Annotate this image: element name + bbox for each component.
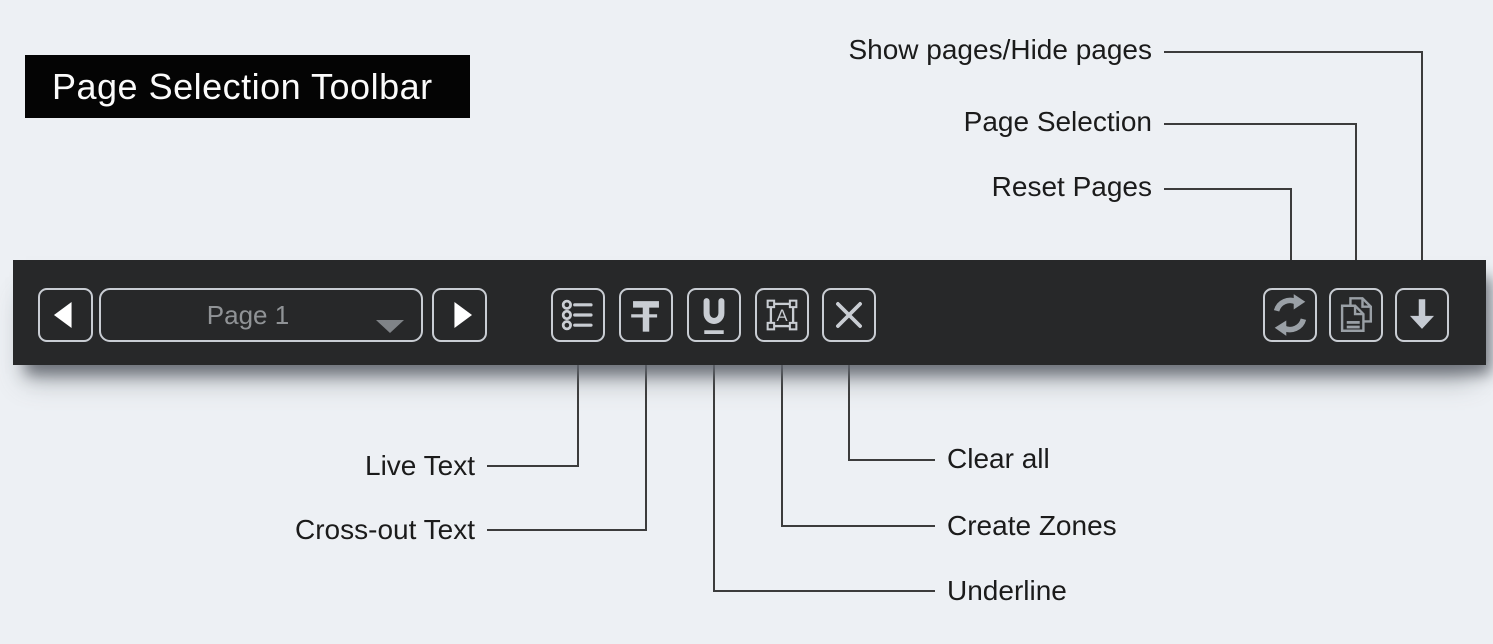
callout-line-create-zones-v xyxy=(781,364,783,527)
callout-line-reset-pages-v xyxy=(1290,188,1292,262)
callout-label-underline: Underline xyxy=(947,575,1067,606)
underline-button[interactable] xyxy=(687,288,741,342)
callout-line-live-text-v xyxy=(577,364,579,467)
callout-label-clear-all: Clear all xyxy=(947,443,1050,474)
callout-line-page-selection-v xyxy=(1355,123,1357,262)
previous-page-button[interactable] xyxy=(38,288,93,342)
create-zones-button[interactable]: A xyxy=(755,288,809,342)
page-dropdown-value: Page 1 xyxy=(206,299,290,330)
right-arrow-icon xyxy=(435,290,485,340)
zone-selection-icon: A xyxy=(757,290,807,340)
cross-out-t-icon xyxy=(621,290,671,340)
page-selection-button[interactable] xyxy=(1329,288,1383,342)
callout-line-underline-h xyxy=(713,590,935,592)
bullet-list-icon xyxy=(553,290,603,340)
callout-label-reset-pages: Reset Pages xyxy=(991,171,1152,202)
next-page-button[interactable] xyxy=(432,288,487,342)
callout-line-cross-out-v xyxy=(645,364,647,531)
callout-label-create-zones: Create Zones xyxy=(947,510,1117,541)
diagram-title-box: Page Selection Toolbar xyxy=(25,55,470,118)
page-selection-toolbar xyxy=(13,260,1486,365)
callout-label-cross-out-text: Cross-out Text xyxy=(295,514,475,545)
page-dropdown[interactable]: Page 1 xyxy=(99,288,423,342)
chevron-down-icon xyxy=(375,310,405,341)
callout-line-clear-all-h xyxy=(848,459,935,461)
callout-line-live-text-h xyxy=(487,465,579,467)
live-text-button[interactable] xyxy=(551,288,605,342)
left-arrow-icon xyxy=(41,290,91,340)
x-icon xyxy=(824,290,874,340)
callout-label-show-hide-pages: Show pages/Hide pages xyxy=(848,34,1152,65)
refresh-icon xyxy=(1265,290,1315,340)
callout-line-page-selection-h xyxy=(1164,123,1357,125)
show-hide-pages-button[interactable] xyxy=(1395,288,1449,342)
callout-line-show-hide-h xyxy=(1164,51,1423,53)
callout-label-page-selection: Page Selection xyxy=(963,106,1152,137)
underline-u-icon xyxy=(689,290,739,340)
cross-out-text-button[interactable] xyxy=(619,288,673,342)
callout-label-live-text: Live Text xyxy=(365,450,475,481)
svg-text:A: A xyxy=(776,306,788,325)
callout-line-clear-all-v xyxy=(848,364,850,461)
callout-line-reset-pages-h xyxy=(1164,188,1292,190)
callout-line-create-zones-h xyxy=(781,525,935,527)
diagram-title: Page Selection Toolbar xyxy=(52,65,433,107)
clear-all-button[interactable] xyxy=(822,288,876,342)
reset-pages-button[interactable] xyxy=(1263,288,1317,342)
callout-line-underline-v xyxy=(713,364,715,592)
callout-line-cross-out-h xyxy=(487,529,647,531)
down-arrow-icon xyxy=(1397,290,1447,340)
callout-line-show-hide-v xyxy=(1421,51,1423,262)
pages-icon xyxy=(1331,290,1381,340)
